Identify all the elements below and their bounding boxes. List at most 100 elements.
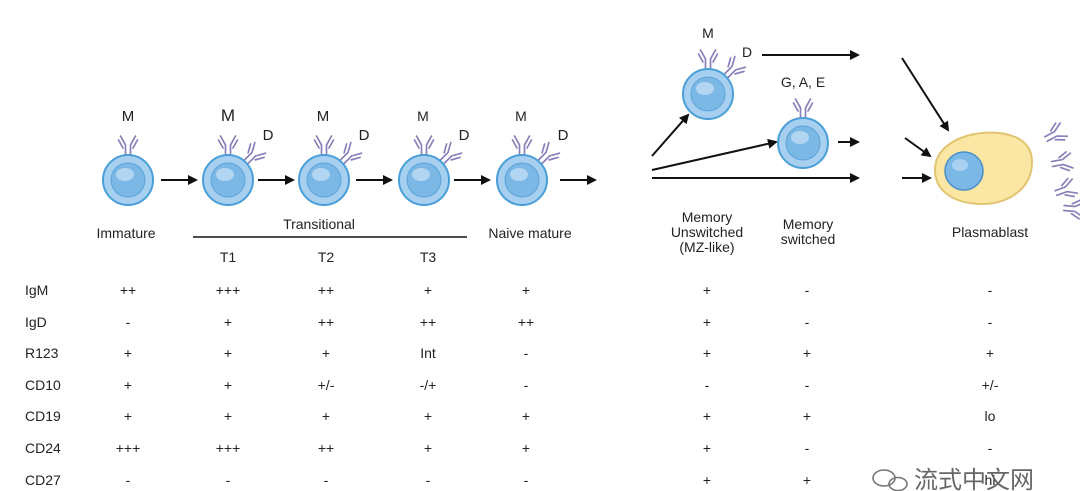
receptor-labels: M M D M D M D M D M D G, A, E <box>122 25 825 144</box>
table-cell: ++ <box>518 314 534 330</box>
cell-immature-nucleus-highlight <box>116 168 134 181</box>
table-cell: lo <box>985 408 996 424</box>
table-cell: + <box>522 408 530 424</box>
table-cell: ++ <box>120 282 136 298</box>
arrow-to-memory-unswitched <box>651 113 690 157</box>
cell-t1-antibody-2 <box>243 141 267 165</box>
wechat-icon <box>872 469 908 491</box>
table-cell: - <box>988 282 993 298</box>
cell-t1-antibody-1 <box>217 135 239 157</box>
cell-t1-nucleus-highlight <box>216 168 234 181</box>
table-cell: - <box>126 314 131 330</box>
table-marker-label: CD24 <box>25 440 61 456</box>
arrow-to-memory-switched <box>651 138 778 171</box>
table-cell: + <box>224 345 232 361</box>
table-cell: + <box>224 314 232 330</box>
arrow-mid-to-plasmablast <box>904 137 932 158</box>
stage-label-memory-switched-2: switched <box>781 231 835 247</box>
cell-immature <box>102 135 154 206</box>
arrow-diag-to-plasmablast <box>901 57 950 132</box>
stage-label-plasmablast: Plasmablast <box>952 224 1028 240</box>
cell-t3-antibody-1 <box>413 135 435 157</box>
stage-label-memory-unswitched-2: Unswitched <box>671 224 743 240</box>
receptor-label-t2-m: M <box>317 108 330 125</box>
table-cell: +/- <box>982 377 999 393</box>
stage-label-immature: Immature <box>96 225 155 241</box>
table-cell: + <box>224 408 232 424</box>
table-cell: + <box>703 472 711 488</box>
marker-table: IgM++++++++++--IgD-++++++++--R123+++Int-… <box>25 282 999 488</box>
table-cell: + <box>703 345 711 361</box>
stage-label-t1: T1 <box>220 249 237 265</box>
receptor-label-t1-m: M <box>221 106 235 125</box>
receptor-label-t2-d: D <box>359 127 370 144</box>
table-cell: - <box>805 377 810 393</box>
table-cell: + <box>224 377 232 393</box>
stage-labels: Immature Transitional T1 T2 T3 Naive mat… <box>96 209 1028 265</box>
watermark: 流式中文网 <box>872 467 1034 491</box>
receptor-label-memory-switched: G, A, E <box>781 74 825 90</box>
receptor-label-memory-unswitched-d: D <box>742 44 752 60</box>
stage-label-naive-mature: Naive mature <box>488 225 571 241</box>
cell-t2-nucleus-highlight <box>312 168 330 181</box>
table-cell: + <box>322 345 330 361</box>
cell-naive-mature-nucleus-highlight <box>510 168 528 181</box>
plasmablast-secreted-antibody-3 <box>1054 177 1079 198</box>
table-cell: + <box>803 408 811 424</box>
stage-label-memory-unswitched-1: Memory <box>682 209 733 225</box>
plasmablast-secreted-antibody-2 <box>1050 151 1074 172</box>
receptor-label-t3-m: M <box>417 108 429 124</box>
table-marker-label: CD19 <box>25 408 61 424</box>
table-cell: Int <box>420 345 436 361</box>
table-cell: + <box>124 408 132 424</box>
cell-memory-switched-nucleus-highlight <box>791 131 809 144</box>
receptor-label-immature-m: M <box>122 108 135 125</box>
table-cell: + <box>803 345 811 361</box>
cell-memory-switched-antibody-1 <box>792 98 814 120</box>
table-cell: - <box>988 314 993 330</box>
table-cell: +++ <box>216 440 241 456</box>
table-marker-label: R123 <box>25 345 59 361</box>
progression-arrows <box>161 50 950 185</box>
receptor-label-t1-d: D <box>263 127 274 144</box>
table-cell: +/- <box>318 377 335 393</box>
cell-memory-unswitched <box>682 49 747 120</box>
table-marker-label: IgD <box>25 314 47 330</box>
receptor-label-t3-d: D <box>459 127 470 144</box>
cell-naive-mature-antibody-1 <box>511 135 533 157</box>
cell-t3 <box>398 135 463 206</box>
table-cell: - <box>805 282 810 298</box>
table-cell: ++ <box>420 314 436 330</box>
table-cell: + <box>522 440 530 456</box>
cell-t3-antibody-2 <box>439 141 463 165</box>
table-cell: - <box>805 440 810 456</box>
table-cell: + <box>703 440 711 456</box>
table-cell: - <box>705 377 710 393</box>
table-cell: + <box>124 377 132 393</box>
table-cell: - <box>324 472 329 488</box>
table-marker-label: CD27 <box>25 472 61 488</box>
table-cell: + <box>322 408 330 424</box>
table-cell: -/+ <box>420 377 437 393</box>
stage-label-memory-switched-1: Memory <box>783 216 834 232</box>
table-cell: + <box>803 472 811 488</box>
table-cell: - <box>988 440 993 456</box>
table-cell: - <box>126 472 131 488</box>
table-marker-label: CD10 <box>25 377 61 393</box>
table-cell: + <box>424 282 432 298</box>
cell-naive-mature-antibody-2 <box>537 141 561 165</box>
stage-label-t2: T2 <box>318 249 335 265</box>
cell-memory-unswitched-antibody-2 <box>723 55 747 79</box>
table-cell: - <box>805 314 810 330</box>
receptor-label-naive-m: M <box>515 108 527 124</box>
table-cell: + <box>124 345 132 361</box>
receptor-label-memory-unswitched-m: M <box>702 25 714 41</box>
cell-plasmablast <box>933 122 1080 220</box>
cell-t1 <box>202 135 267 206</box>
stage-label-memory-unswitched-3: (MZ-like) <box>679 239 734 255</box>
table-cell: + <box>424 440 432 456</box>
table-cell: - <box>426 472 431 488</box>
stage-label-transitional: Transitional <box>283 216 355 232</box>
table-cell: + <box>703 282 711 298</box>
